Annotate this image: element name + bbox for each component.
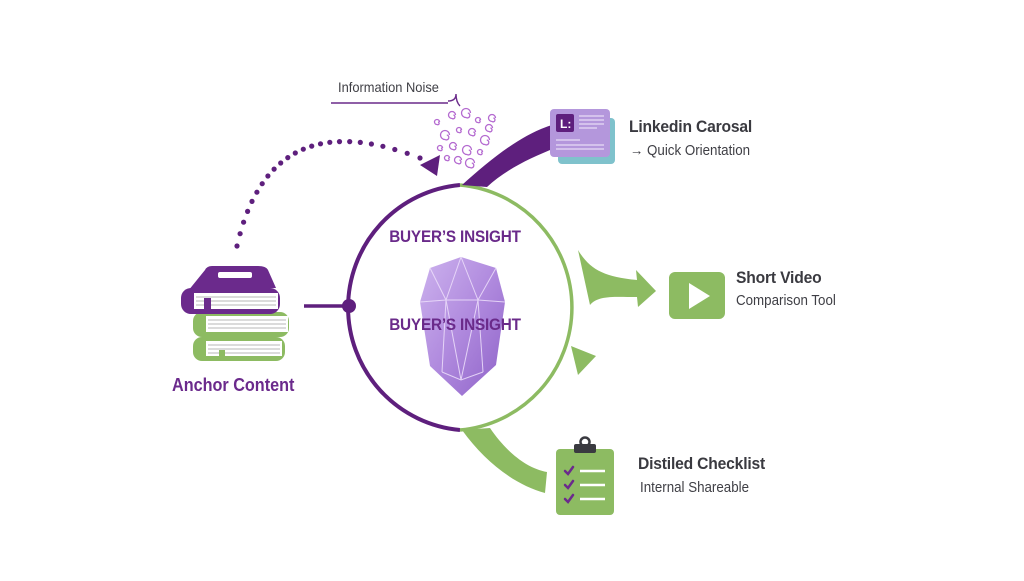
dotted-arc-dot	[336, 139, 343, 145]
buyers-insight-gem-label: BUYER’S INSIGHT	[389, 315, 521, 334]
output-subtitle-checklist: Internal Shareable	[640, 480, 750, 496]
noise-swirl	[479, 134, 491, 146]
book-stack-icon	[181, 266, 289, 361]
dotted-arc-dot	[249, 198, 255, 204]
checklist-flow-arrow	[462, 428, 547, 493]
dotted-arc-dot	[392, 146, 398, 153]
dotted-arc-dot	[317, 141, 324, 147]
dotted-arc-dot	[241, 219, 247, 225]
output-title-video: Short Video	[736, 268, 822, 287]
dotted-arc-dot	[245, 208, 251, 214]
dotted-arc-dot	[271, 166, 277, 172]
buyers-insight-title: BUYER’S INSIGHT	[389, 227, 521, 246]
dotted-arc-dot	[368, 141, 374, 147]
noise-swirl	[474, 116, 482, 124]
output-title-linkedin: Linkedin Carosal	[629, 117, 753, 136]
noise-swirl	[433, 118, 441, 126]
noise-swirl	[455, 126, 463, 134]
circle-down-arrowhead	[571, 346, 596, 375]
noise-swirl	[460, 107, 472, 119]
noise-underline	[331, 93, 461, 107]
output-subtitle-video: Comparison Tool	[736, 293, 836, 309]
linkedin-flow-arrow	[462, 125, 555, 187]
dotted-arc-dot	[347, 139, 353, 145]
noise-swirl	[453, 155, 463, 165]
dotted-arc-dot	[234, 243, 240, 249]
anchor-content-label: Anchor Content	[172, 375, 295, 395]
dotted-arc-arrow	[234, 139, 423, 249]
clipboard-checklist-icon	[556, 436, 614, 515]
information-noise-label: Information Noise	[338, 79, 439, 95]
noise-swirl	[487, 113, 497, 123]
dotted-arc-dot	[327, 139, 333, 145]
dotted-arc-dot	[278, 160, 284, 166]
noise-swirl	[467, 127, 477, 137]
noise-swirl	[476, 148, 484, 156]
dotted-arc-dot	[259, 181, 265, 187]
svg-text:L:: L:	[560, 117, 571, 131]
play-video-icon	[669, 272, 725, 319]
anchor-connector	[304, 299, 356, 313]
dotted-arrowhead	[420, 155, 440, 176]
dotted-arc-dot	[404, 150, 410, 156]
noise-swirl	[439, 129, 451, 141]
carousel-cards-icon: L:	[550, 109, 615, 164]
noise-swirl	[448, 141, 458, 151]
noise-swirl	[484, 123, 494, 133]
dotted-arc-dot	[380, 143, 386, 149]
dotted-arc-dot	[237, 231, 243, 237]
dotted-arc-dot	[309, 143, 315, 149]
noise-swirl	[436, 144, 444, 152]
noise-swirl	[443, 154, 451, 162]
dotted-arc-dot	[265, 173, 271, 179]
noise-swirls-icon	[433, 107, 497, 169]
noise-swirl	[461, 144, 473, 156]
dotted-arc-dot	[292, 150, 298, 156]
dotted-arc-dot	[357, 139, 363, 145]
dotted-arc-dot	[417, 155, 423, 161]
crystal-gem-icon	[419, 256, 506, 396]
output-title-checklist: Distiled Checklist	[638, 454, 766, 473]
output-subtitle-linkedin: → Quick Orientation	[630, 143, 751, 159]
dotted-arc-dot	[254, 189, 260, 195]
dotted-arc-dot	[285, 155, 291, 161]
dotted-arc-dot	[300, 146, 306, 152]
noise-swirl	[464, 157, 476, 169]
noise-swirl	[447, 110, 457, 120]
video-flow-arrow	[578, 250, 656, 307]
